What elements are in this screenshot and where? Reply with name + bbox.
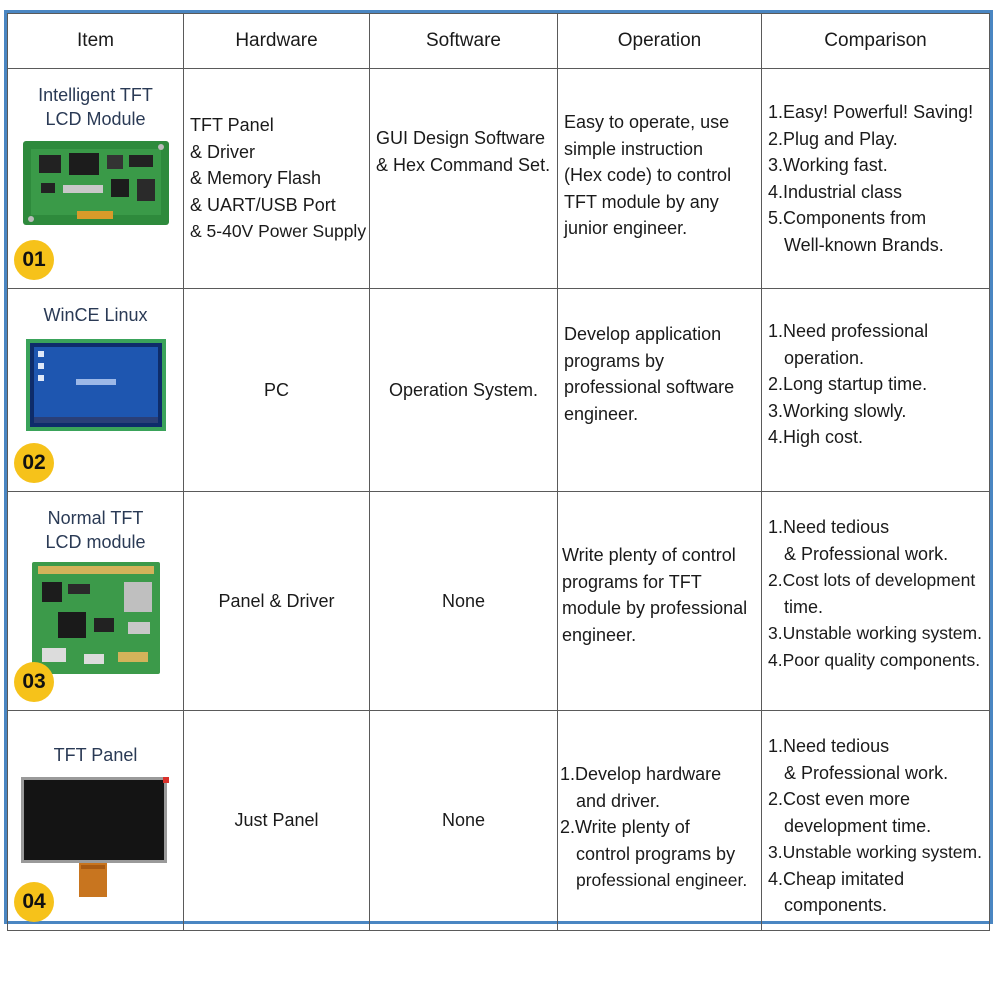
item-number-badge: 03 xyxy=(14,662,54,702)
software-cell: None xyxy=(369,710,558,931)
software-cell: None xyxy=(369,491,558,711)
item-number-badge: 01 xyxy=(14,240,54,280)
table-row: TFT Panel 04 Just Panel None 1.Develop h… xyxy=(7,710,990,931)
header-operation: Operation xyxy=(557,13,762,69)
table-row: Intelligent TFT LCD Module xyxy=(7,68,990,289)
hardware-cell: Panel & Driver xyxy=(183,491,370,711)
comparison-list: 1.Need tedious & Professional work. 2.Co… xyxy=(768,517,982,670)
software-cell: Operation System. xyxy=(369,288,558,492)
tft-panel-image xyxy=(20,777,169,897)
table-row: WinCE Linux 02 PC Operation System. Deve… xyxy=(7,288,990,492)
item-number-badge: 04 xyxy=(14,882,54,922)
item-cell: WinCE Linux 02 xyxy=(7,288,184,492)
controller-board-image xyxy=(31,562,160,674)
comparison-cell: 1.Need tedious & Professional work. 2.Co… xyxy=(761,491,990,711)
comparison-list: 1.Need tedious & Professional work. 2.Co… xyxy=(768,736,982,915)
item-title: WinCE Linux xyxy=(43,305,148,325)
item-cell: Intelligent TFT LCD Module xyxy=(7,68,184,289)
header-comparison: Comparison xyxy=(761,13,990,69)
operation-cell: 1.Develop hardware and driver. 2.Write p… xyxy=(557,710,762,931)
display-screen-image xyxy=(25,339,166,431)
operation-cell: Easy to operate, use simple instruction … xyxy=(557,68,762,289)
comparison-cell: 1.Easy! Powerful! Saving! 2.Plug and Pla… xyxy=(761,68,990,289)
table-row: Normal TFT LCD module 03 xyxy=(7,491,990,711)
operation-cell: Write plenty of control programs for TFT… xyxy=(557,491,762,711)
item-title: Intelligent TFT LCD Module xyxy=(38,85,153,129)
operation-cell: Develop application programs by professi… xyxy=(557,288,762,492)
software-cell: GUI Design Software & Hex Command Set. xyxy=(369,68,558,289)
comparison-table-frame: Item Hardware Software Operation Compari… xyxy=(4,10,993,931)
operation-list: 1.Develop hardware and driver. 2.Write p… xyxy=(560,764,748,890)
hardware-cell: TFT Panel & Driver & Memory Flash & UART… xyxy=(183,68,370,289)
hardware-cell: PC xyxy=(183,288,370,492)
comparison-cell: 1.Need professional operation. 2.Long st… xyxy=(761,288,990,492)
item-cell: TFT Panel 04 xyxy=(7,710,184,931)
header-software: Software xyxy=(369,13,558,69)
comparison-list: 1.Easy! Powerful! Saving! 2.Plug and Pla… xyxy=(768,102,974,255)
comparison-list: 1.Need professional operation. 2.Long st… xyxy=(768,321,929,447)
circuit-board-image xyxy=(22,141,169,225)
item-number-badge: 02 xyxy=(14,443,54,483)
header-item: Item xyxy=(7,13,184,69)
comparison-table: Item Hardware Software Operation Compari… xyxy=(7,13,990,931)
item-title: TFT Panel xyxy=(53,745,138,765)
item-cell: Normal TFT LCD module 03 xyxy=(7,491,184,711)
hardware-cell: Just Panel xyxy=(183,710,370,931)
header-row: Item Hardware Software Operation Compari… xyxy=(7,13,990,69)
header-hardware: Hardware xyxy=(183,13,370,69)
comparison-cell: 1.Need tedious & Professional work. 2.Co… xyxy=(761,710,990,931)
item-title: Normal TFT LCD module xyxy=(45,508,146,552)
